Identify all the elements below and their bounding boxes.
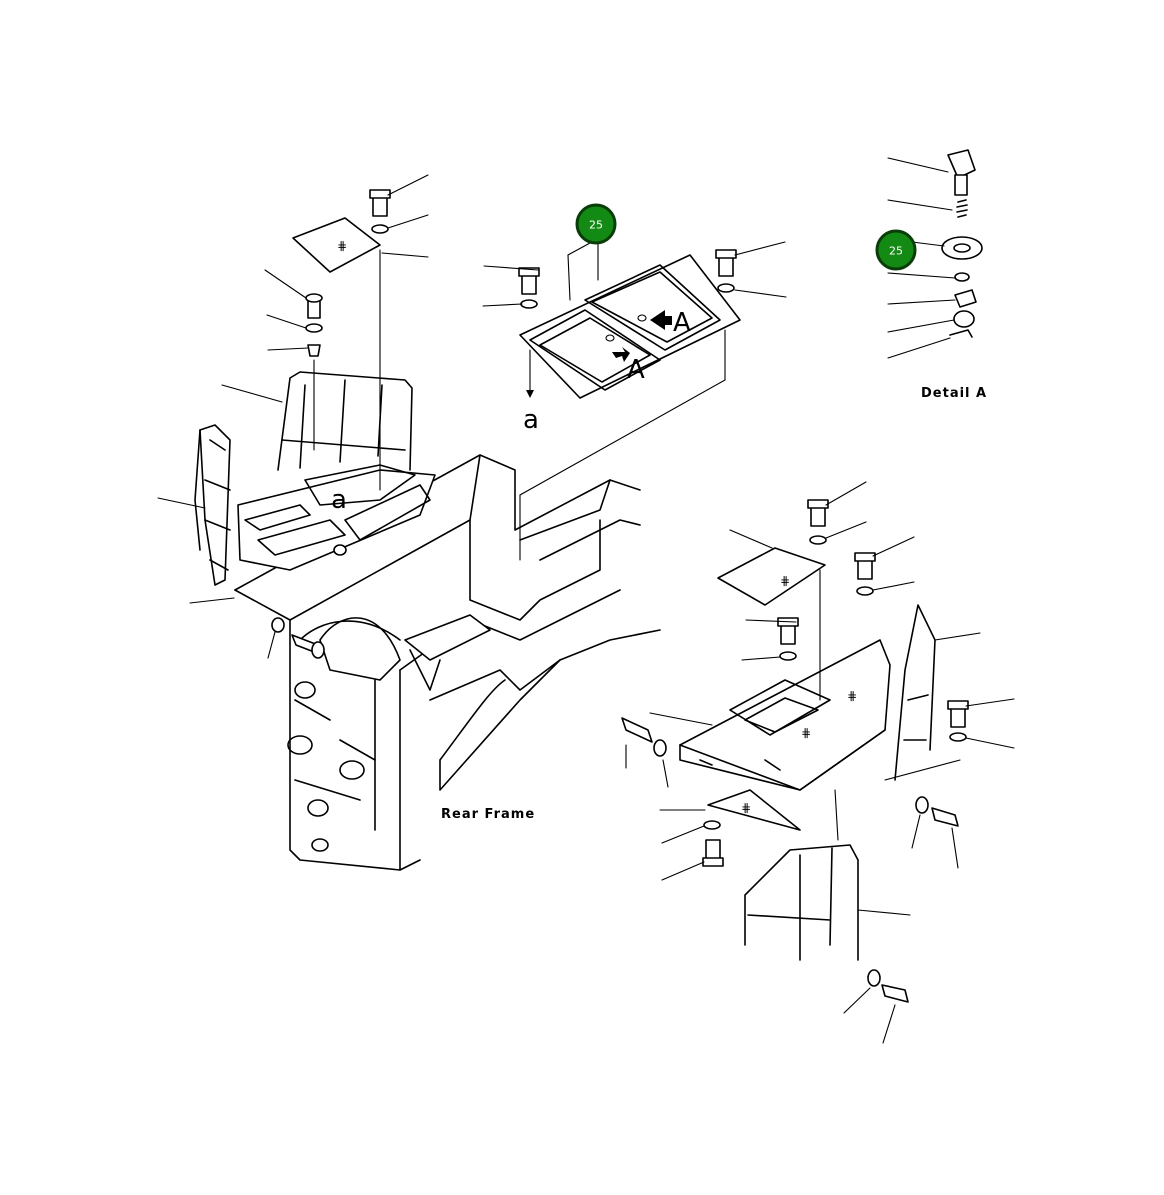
callout-badge-detail: 25 [875,229,917,271]
callout-badge-cover-text: 25 [589,219,603,232]
ref-a-cover: a [523,405,539,435]
callout-badge-cover: 25 [575,203,617,245]
left-step-platform [194,371,436,586]
left-hardware: ⋕ [157,174,429,659]
svg-text:⋕: ⋕ [801,726,811,740]
ref-A-upper: A [673,308,691,338]
svg-text:⋕: ⋕ [780,574,790,588]
ref-a-platform: a [331,485,347,515]
right-step-platform: ⋕ ⋕ ⋕ ⋕ [621,481,1015,1044]
ref-A-lower: A [627,355,645,385]
detail-a-label: Detail A [921,386,987,401]
svg-text:⋕: ⋕ [337,239,347,253]
svg-text:⋕: ⋕ [847,689,857,703]
svg-text:⋕: ⋕ [741,801,751,815]
detail-a [887,149,983,359]
callout-badge-detail-text: 25 [889,245,903,258]
center-cover [482,241,787,561]
rear-frame-label: Rear Frame [441,807,535,822]
rear-frame [234,454,661,871]
